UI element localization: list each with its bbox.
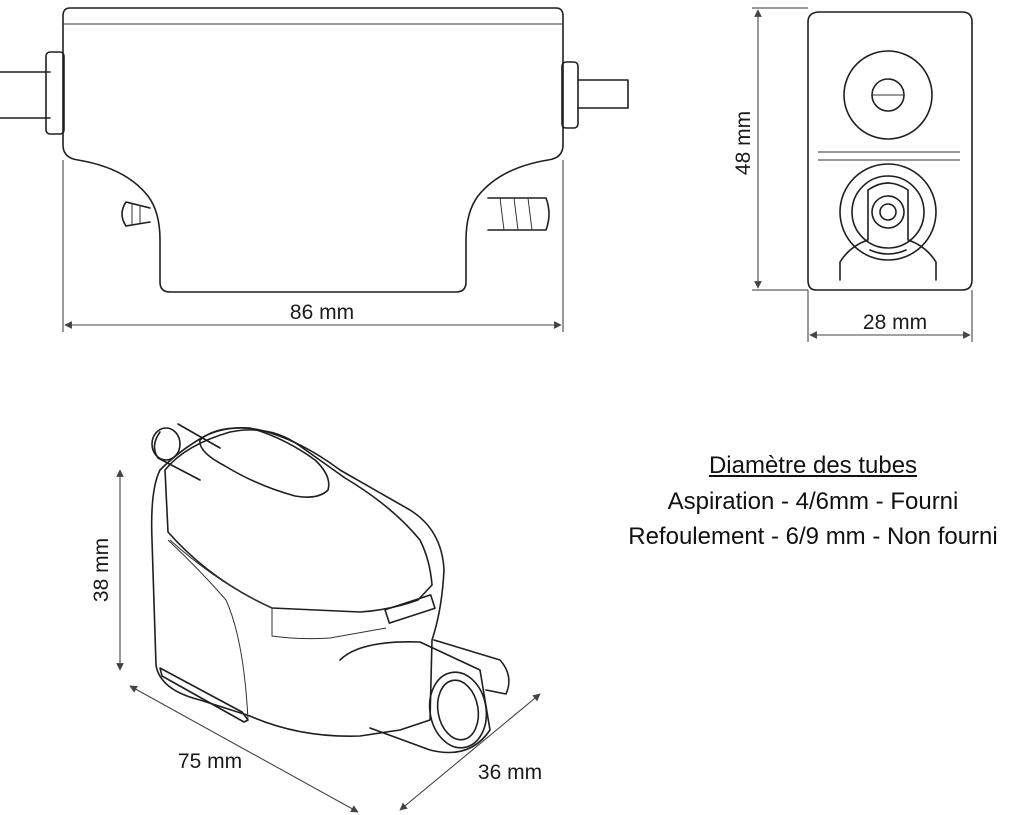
iso-front-tube-bore — [436, 679, 480, 741]
side-width-label: 28 mm — [863, 311, 927, 334]
legend-title: Diamètre des tubes — [708, 452, 918, 479]
side-body — [807, 11, 973, 291]
front-left-barb — [121, 201, 151, 227]
front-right-collar — [561, 61, 579, 129]
side-top-port — [843, 50, 933, 140]
iso-height-label: 38 mm — [90, 538, 113, 602]
iso-depth-line — [399, 693, 541, 811]
iso-view: 38 mm 75 mm 36 mm — [90, 423, 542, 813]
front-left-tube — [0, 71, 51, 119]
iso-flange — [159, 667, 249, 723]
front-view: 86 mm — [0, 7, 629, 332]
front-right-barb — [487, 197, 550, 231]
legend-refoulement: Refoulement - 6/9 mm - Non fourni — [628, 523, 998, 550]
iso-length-line — [129, 685, 359, 813]
iso-lid-edge — [169, 539, 387, 640]
side-float-assembly — [839, 163, 937, 281]
iso-lid — [164, 429, 433, 613]
front-right-tube — [577, 79, 629, 109]
iso-top-button — [199, 426, 330, 498]
side-height-label: 48 mm — [732, 111, 755, 175]
side-divider — [818, 151, 960, 161]
iso-length-label: 75 mm — [178, 750, 242, 773]
front-left-collar — [45, 51, 65, 135]
tube-diameter-legend: Diamètre des tubes Aspiration - 4/6mm - … — [590, 448, 1036, 554]
iso-vent — [384, 594, 436, 624]
iso-shell — [150, 427, 445, 737]
iso-back-tube-end — [151, 427, 181, 461]
front-width-label: 86 mm — [290, 301, 354, 324]
iso-depth-label: 36 mm — [478, 761, 542, 784]
iso-side-barb — [433, 639, 510, 695]
front-body — [62, 7, 564, 293]
side-view: 48 mm 28 mm — [732, 7, 973, 342]
iso-side-panel — [167, 539, 249, 721]
legend-aspiration: Aspiration - 4/6mm - Fourni — [667, 488, 959, 515]
